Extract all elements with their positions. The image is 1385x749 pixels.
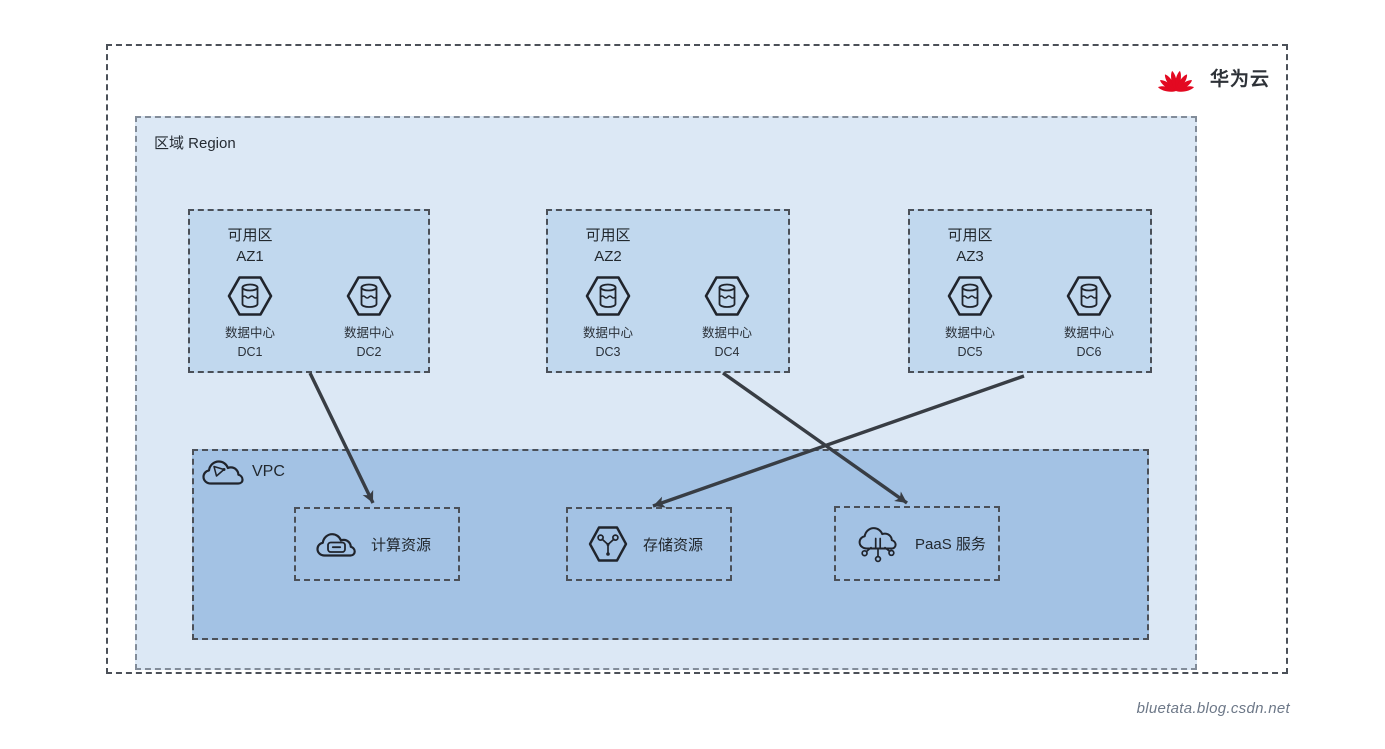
vpc-label: VPC <box>252 463 285 480</box>
datacenter-hexagon-database-icon <box>1066 276 1112 316</box>
datacenter-hexagon-database-icon <box>227 276 273 316</box>
az-box-az3: 可用区 AZ3 数据中心 DC5 数据中心 <box>908 209 1152 373</box>
brand-name: 华为云 <box>1210 68 1271 90</box>
datacenter-dc4: 数据中心 DC4 <box>679 271 775 362</box>
dc-label: 数据中心 DC6 <box>1063 326 1114 359</box>
resource-label: 存储资源 <box>643 536 704 554</box>
huawei-flower-icon <box>1158 70 1194 92</box>
paas-cloud-circuit-icon <box>858 526 897 562</box>
outer-dashed-frame <box>106 44 1288 674</box>
datacenter-dc3: 数据中心 DC3 <box>560 271 656 362</box>
az-title: 可用区 AZ2 <box>585 227 631 265</box>
datacenter-dc2: 数据中心 DC2 <box>321 271 417 362</box>
region-label: 区域 Region <box>154 135 236 152</box>
dc-label: 数据中心 DC5 <box>944 326 995 359</box>
dc-label: 数据中心 DC1 <box>224 326 275 359</box>
vpc-header: VPC <box>202 457 285 487</box>
az-box-az2: 可用区 AZ2 数据中心 DC3 数据中心 <box>546 209 790 373</box>
compute-cloud-server-icon <box>316 533 356 557</box>
datacenter-hexagon-database-icon <box>346 276 392 316</box>
resource-storage-box: 存储资源 <box>566 507 732 581</box>
vpc-cloud-icon <box>202 460 244 485</box>
huawei-cloud-logo: 华为云 <box>1152 62 1270 92</box>
az-title: 可用区 AZ1 <box>227 227 273 265</box>
resource-compute-box: 计算资源 <box>294 507 460 581</box>
datacenter-hexagon-database-icon <box>947 276 993 316</box>
storage-hexagon-node-icon <box>588 526 628 562</box>
dc-label: 数据中心 DC2 <box>343 326 394 359</box>
resource-label: PaaS 服务 <box>915 536 986 553</box>
dc-label: 数据中心 DC3 <box>582 326 633 359</box>
resource-label: 计算资源 <box>371 536 432 554</box>
datacenter-dc6: 数据中心 DC6 <box>1041 271 1137 362</box>
resource-paas-box: PaaS 服务 <box>834 506 1000 581</box>
datacenter-hexagon-database-icon <box>585 276 631 316</box>
datacenter-dc5: 数据中心 DC5 <box>922 271 1018 362</box>
dc-label: 数据中心 DC4 <box>701 326 752 359</box>
az-title: 可用区 AZ3 <box>947 227 993 265</box>
datacenter-hexagon-database-icon <box>704 276 750 316</box>
datacenter-dc1: 数据中心 DC1 <box>202 271 298 362</box>
az-box-az1: 可用区 AZ1 数据中心 DC1 数据中心 <box>188 209 430 373</box>
watermark-text: bluetata.blog.csdn.net <box>1136 700 1290 717</box>
